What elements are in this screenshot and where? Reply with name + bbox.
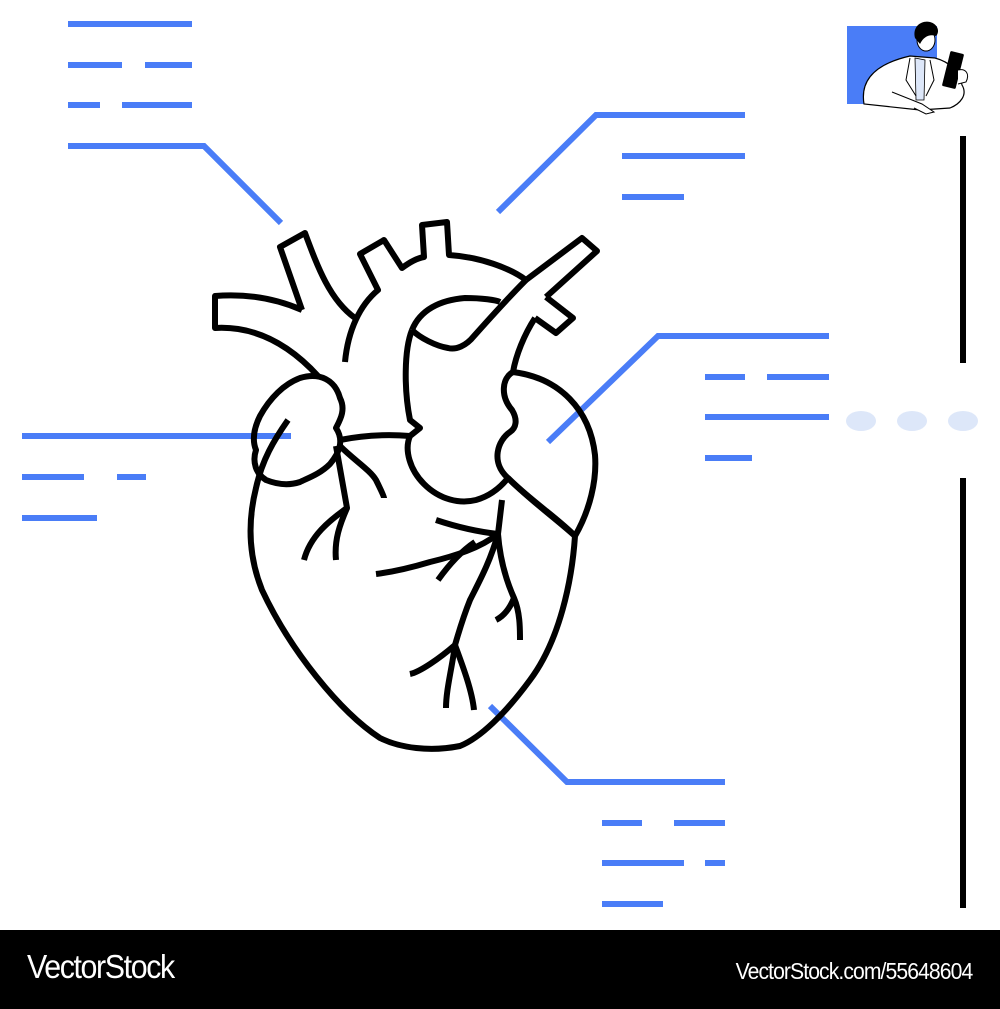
superior-vena-cava — [277, 230, 357, 321]
callout-top-center — [495, 112, 745, 215]
pagination-dot-3 — [948, 411, 978, 431]
vertical-bar-top — [960, 136, 966, 363]
pulmonary-trunk — [524, 235, 600, 300]
callout-bottom-right — [487, 703, 725, 907]
left-ventricle-wall — [247, 369, 599, 752]
pulmonary-artery-inner — [409, 277, 529, 352]
coronary-artery-left — [375, 499, 505, 577]
aortic-arch — [342, 219, 528, 363]
heart-diagram — [22, 21, 978, 908]
pagination-dot-1 — [846, 411, 876, 431]
callout-top-left — [68, 21, 284, 226]
brand-logo-text: VectorStock — [27, 948, 175, 985]
image-url-text: VectorStock.com/55648604 — [735, 958, 973, 984]
footer-bar: VectorStock VectorStock.com/55648604 — [0, 930, 1000, 1009]
side-decor — [846, 136, 978, 908]
callout-mid-left — [22, 433, 291, 521]
right-atrium — [250, 373, 346, 488]
pulmonary-branch — [533, 294, 576, 336]
callout-mid-right — [545, 333, 829, 461]
vertical-bar-bottom — [960, 478, 966, 908]
left-vessel — [212, 292, 321, 379]
pagination-dot-2 — [897, 411, 927, 431]
right-ventricle — [402, 328, 511, 505]
coronary-artery-right — [339, 432, 411, 443]
heart-illustration — [212, 219, 600, 752]
doctor-with-tablet-icon — [847, 21, 969, 115]
